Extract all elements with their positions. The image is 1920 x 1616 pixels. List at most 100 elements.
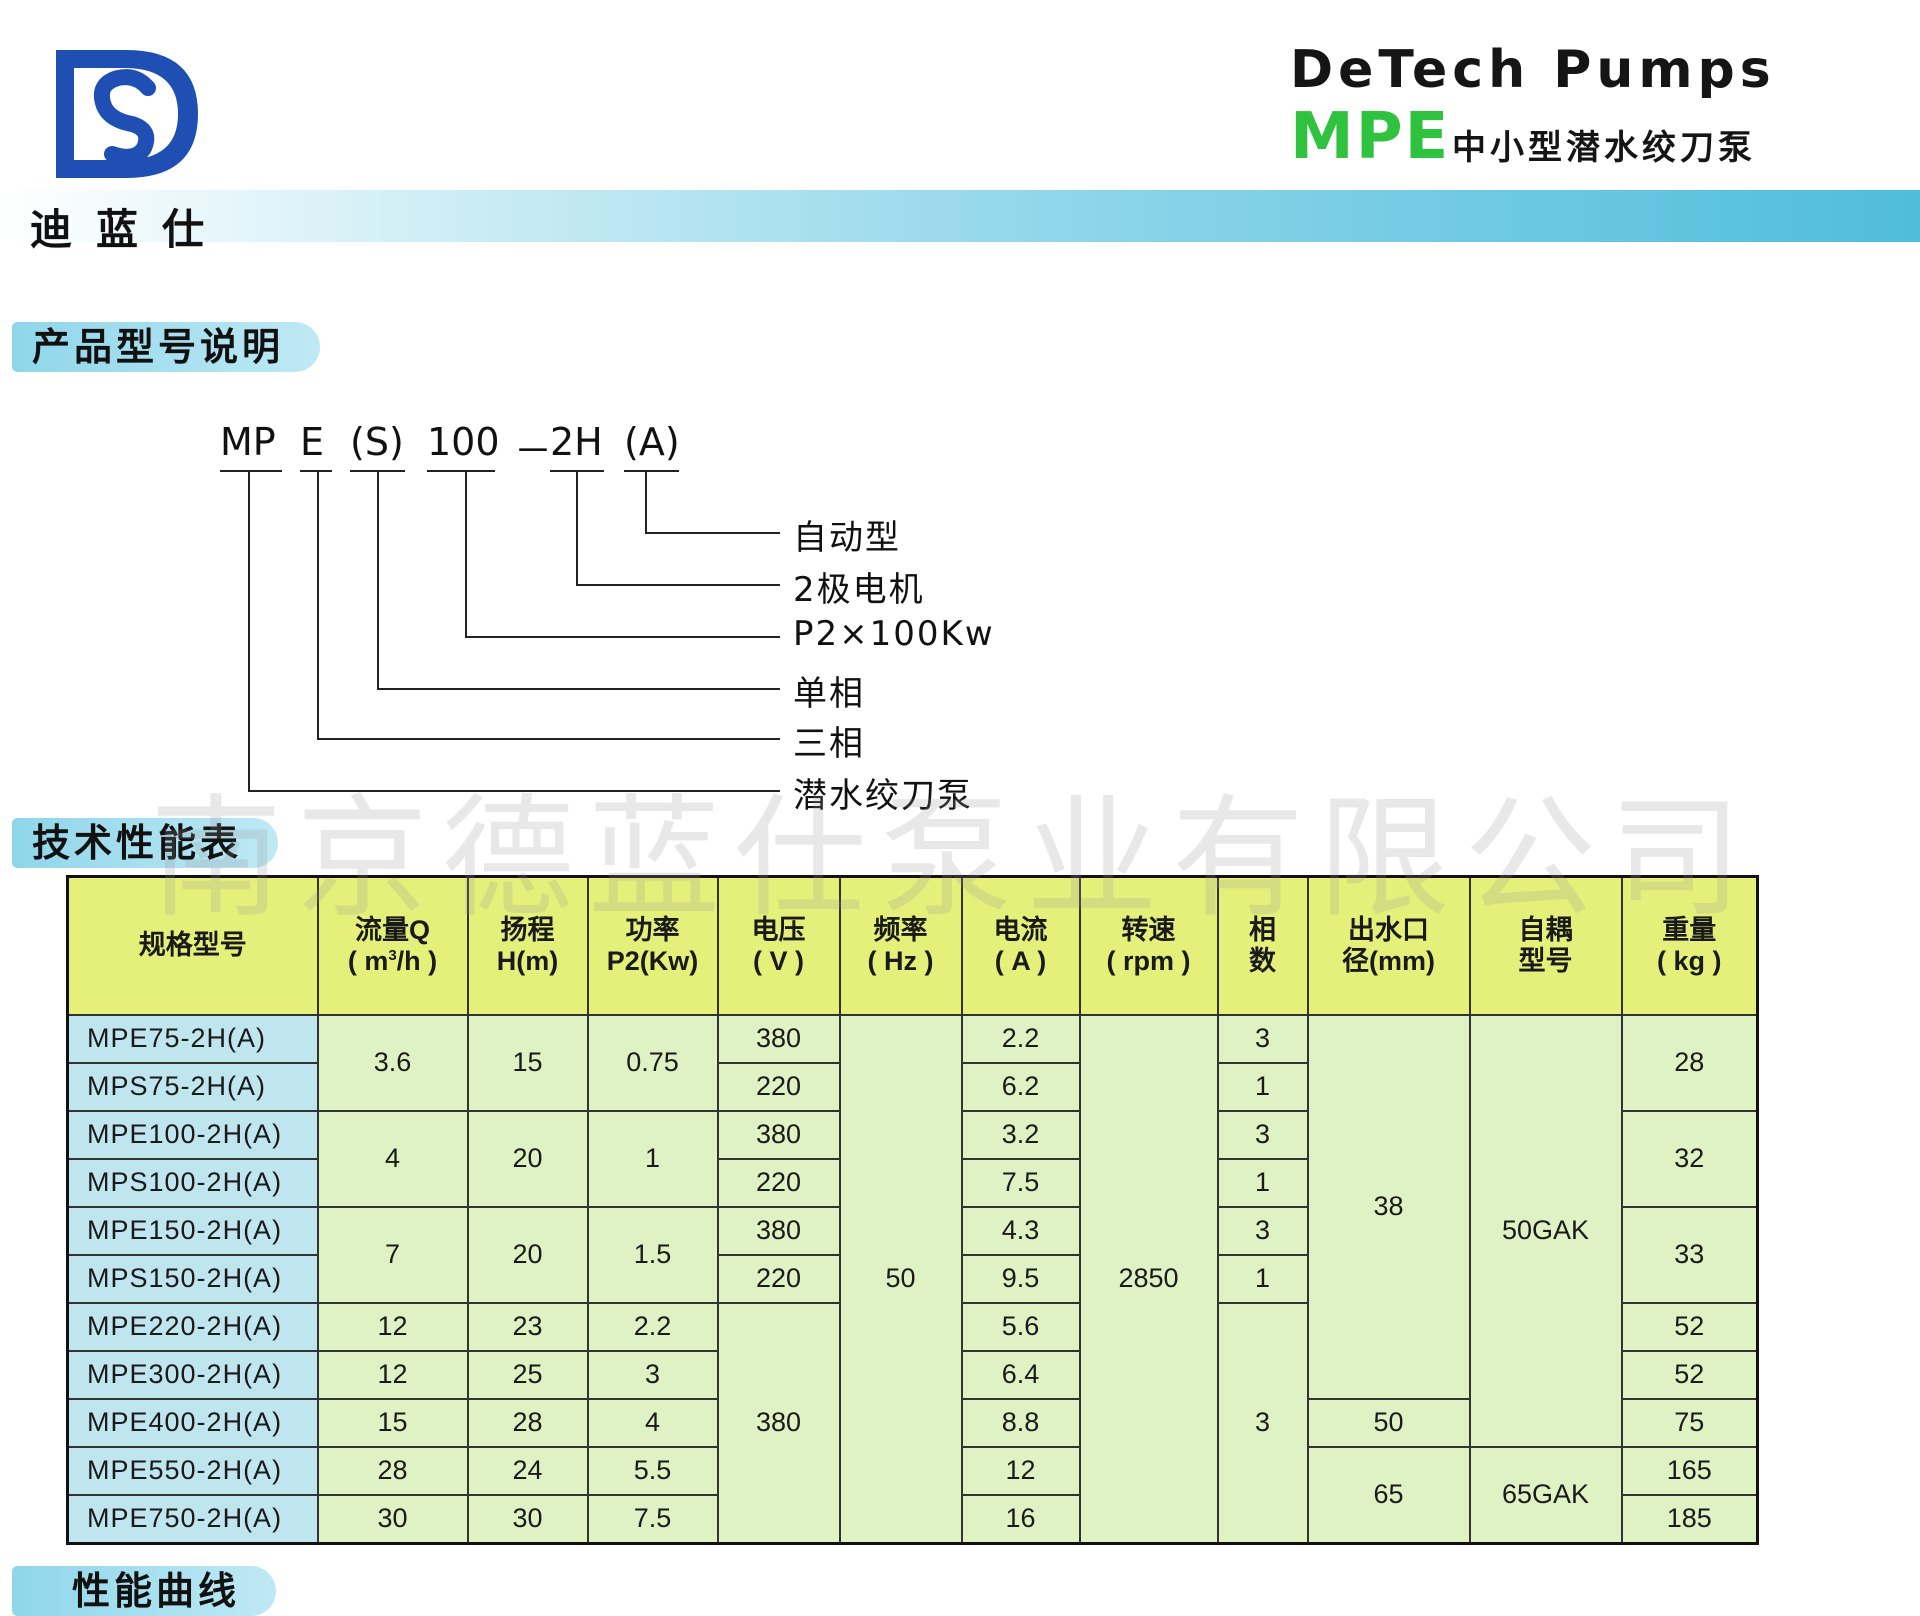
cell-current: 8.8 [960,1398,1081,1448]
cell-phase: 1 [1216,1158,1309,1208]
cell-model: MPE100-2H(A) [66,1110,319,1160]
cell-voltage: 220 [716,1254,841,1304]
title-cn: 中小型潜水绞刀泵 [1452,128,1756,168]
cell-power: 4 [586,1398,719,1448]
header-voltage: 电压( V ) [716,875,841,1016]
cell-flow: 3.6 [316,1014,469,1112]
cell-voltage: 380 [716,1110,841,1160]
cell-current: 5.6 [960,1302,1081,1352]
cell-outlet: 50 [1306,1398,1471,1448]
cell-power: 3 [586,1350,719,1400]
code-part-power: 100 [427,420,500,464]
header-frequency: 频率( Hz ) [838,875,963,1016]
header-flow: 流量Q( m3/h ) [316,875,469,1016]
cell-flow: 15 [316,1398,469,1448]
cell-flow: 4 [316,1110,469,1208]
desc-pump-type: 潜水绞刀泵 [793,776,973,816]
cell-phase: 3 [1216,1014,1309,1064]
cell-model: MPS150-2H(A) [66,1254,319,1304]
connector-line [645,532,780,534]
section-performance-table: 技术性能表 [12,818,279,868]
cell-current: 6.2 [960,1062,1081,1112]
table-row: MPE75-2H(A) 3.6 15 0.75 380 50 2.2 2850 … [66,1014,1759,1545]
connector-line [248,472,250,792]
cell-head: 15 [466,1014,589,1112]
cell-head: 24 [466,1446,589,1496]
cell-current: 7.5 [960,1158,1081,1208]
cell-power: 1 [586,1110,719,1208]
code-underline [300,470,332,472]
cell-voltage: 220 [716,1062,841,1112]
cell-model: MPS75-2H(A) [66,1062,319,1112]
cell-power: 5.5 [586,1446,719,1496]
cell-outlet: 38 [1306,1014,1471,1400]
desc-three-phase: 三相 [793,724,865,764]
code-underline [550,470,604,472]
connector-line [317,738,780,740]
code-underline [427,470,495,472]
cell-weight: 75 [1620,1398,1759,1448]
cell-voltage: 380 [716,1206,841,1256]
cell-power: 0.75 [586,1014,719,1112]
code-part-auto: (A) [624,420,680,464]
cell-model: MPE550-2H(A) [66,1446,319,1496]
code-underline [220,470,282,472]
connector-line [377,472,379,690]
connector-line [248,790,780,792]
cell-current: 16 [960,1494,1081,1545]
table-row: MPE400-2H(A) 15 28 4 8.8 50 75 [66,1398,1759,1448]
desc-poles: 2极电机 [793,570,925,610]
header-speed: 转速( rpm ) [1078,875,1219,1016]
cell-head: 25 [466,1350,589,1400]
connector-line [576,584,780,586]
cell-frequency: 50 [838,1014,963,1545]
cell-phase: 1 [1216,1062,1309,1112]
cell-weight: 33 [1620,1206,1759,1304]
cell-head: 30 [466,1494,589,1545]
cell-weight: 52 [1620,1350,1759,1400]
cell-weight: 28 [1620,1014,1759,1112]
cell-flow: 12 [316,1350,469,1400]
code-part-mp: MP [220,420,276,464]
cell-head: 20 [466,1206,589,1304]
code-underline [624,470,679,472]
cell-phase: 3 [1216,1110,1309,1160]
header-current: 电流( A ) [960,875,1081,1016]
desc-single-phase: 单相 [793,674,865,714]
cell-flow: 12 [316,1302,469,1352]
cell-model: MPE400-2H(A) [66,1398,319,1448]
desc-power: P2×100Kw [793,614,995,654]
cell-speed: 2850 [1078,1014,1219,1545]
cell-voltage: 380 [716,1014,841,1064]
cell-weight: 32 [1620,1110,1759,1208]
table-row: MPS100-2H(A) 220 7.5 1 [66,1158,1758,1208]
header-band [0,190,1920,242]
cell-phase: 3 [1216,1206,1309,1256]
code-part-poles: 2H [550,420,603,464]
cell-model: MPE150-2H(A) [66,1206,319,1256]
cell-current: 3.2 [960,1110,1081,1160]
cell-model: MPE750-2H(A) [66,1494,319,1545]
cell-power: 7.5 [586,1494,719,1545]
cell-weight: 52 [1620,1302,1759,1352]
table-row: MPE100-2H(A) 4 20 1 380 3.2 3 32 [66,1110,1759,1208]
cell-flow: 28 [316,1446,469,1496]
cell-current: 4.3 [960,1206,1081,1256]
table-row: MPS150-2H(A) 220 9.5 1 [66,1254,1758,1304]
cell-phase: 3 [1216,1302,1309,1545]
code-part-e: E [300,420,325,464]
cell-outlet: 65 [1306,1446,1471,1545]
cell-weight: 185 [1620,1494,1759,1545]
cell-voltage: 380 [716,1302,841,1545]
header-weight: 重量( kg ) [1620,875,1759,1016]
cell-power: 2.2 [586,1302,719,1352]
cell-voltage: 220 [716,1158,841,1208]
table-row: MPS75-2H(A) 220 6.2 1 [66,1062,1758,1112]
connector-line [465,636,780,638]
title-model: MPE [1290,100,1451,174]
cell-flow: 7 [316,1206,469,1304]
code-part-dash: － [514,429,553,473]
connector-line [645,472,647,534]
